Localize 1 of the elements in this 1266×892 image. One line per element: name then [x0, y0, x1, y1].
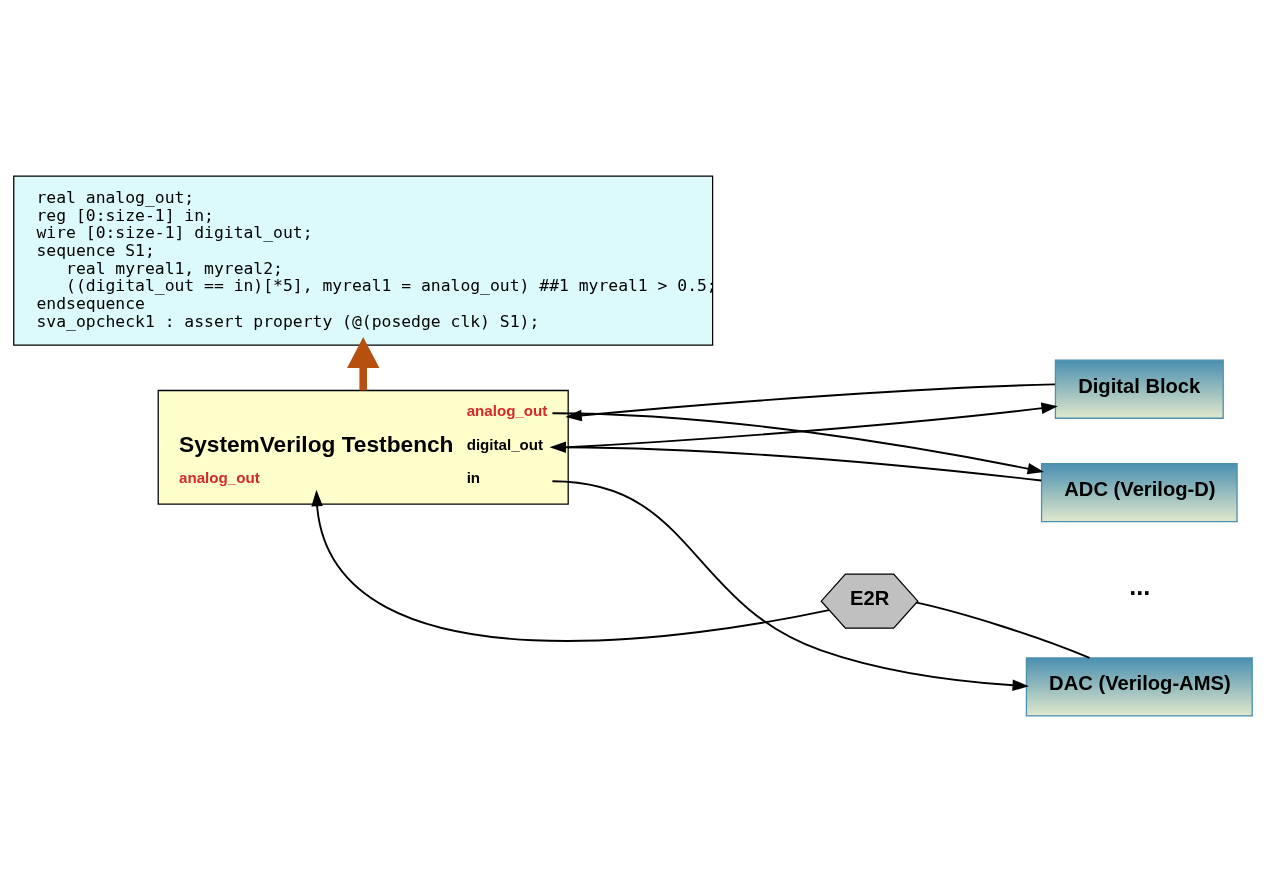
label: ... [1129, 571, 1151, 600]
